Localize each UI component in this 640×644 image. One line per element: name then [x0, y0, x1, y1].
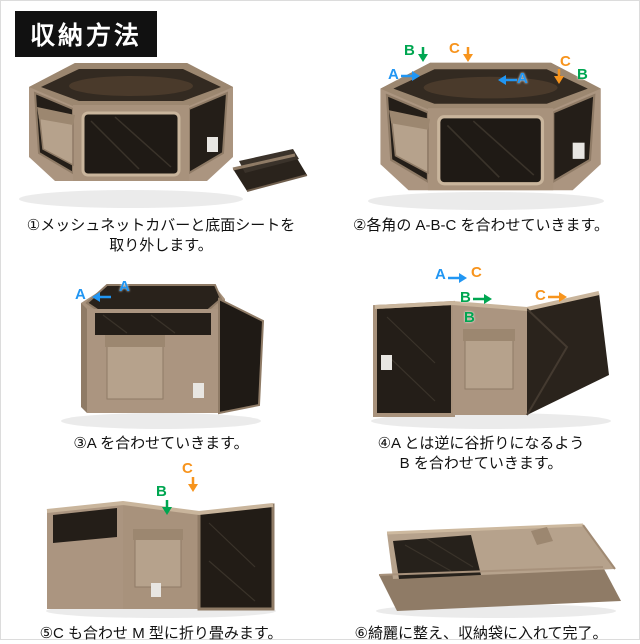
- step-1-photo: [11, 41, 311, 213]
- arrow-right-icon: [401, 71, 420, 81]
- step-4: A C B B C ④A とは逆に谷折りになるよう B を合わせていきます。: [321, 259, 640, 472]
- step-5-caption: ⑤C も合わせ M 型に折り畳みます。: [39, 625, 283, 642]
- label-b: B: [460, 289, 471, 306]
- arrow-down-icon: [554, 69, 564, 84]
- pet-pen-flat-folded: [378, 523, 621, 611]
- arrow-down-icon: [463, 47, 473, 62]
- label-c: C: [471, 264, 482, 281]
- step-2: B C A A C B ②各角の A-B-C を合わせていきます。: [321, 1, 640, 259]
- label-a: A: [119, 278, 130, 295]
- label-c: C: [449, 40, 460, 57]
- label-c: C: [182, 460, 193, 477]
- step-3: A A ③A を合わせていきます。: [1, 259, 321, 469]
- label-a: A: [75, 286, 86, 303]
- step-1: ①メッシュネットカバーと底面シートを 取り外します。: [1, 1, 321, 259]
- label-a: A: [435, 266, 446, 283]
- label-b: B: [464, 309, 475, 326]
- arrow-right-icon: [473, 294, 492, 304]
- arrow-left-icon: [498, 75, 517, 85]
- label-a: A: [388, 66, 399, 83]
- step-2-caption: ②各角の A-B-C を合わせていきます。: [352, 217, 610, 234]
- step-5-illustration: [46, 500, 276, 618]
- step-4-caption: ④A とは逆に谷折りになるよう B を合わせていきます。: [377, 435, 585, 473]
- label-b: B: [156, 483, 167, 500]
- step-4-photo: A C B B C: [331, 263, 631, 431]
- step-3-photo: A A: [11, 263, 311, 431]
- step-4-illustration: [371, 291, 611, 429]
- step-1-caption: ①メッシュネットカバーと底面シートを 取り外します。: [26, 217, 296, 255]
- step-3-illustration: [61, 284, 265, 429]
- step-3-caption: ③A を合わせていきます。: [73, 435, 249, 452]
- step-2-photo: B C A A C B: [331, 41, 631, 213]
- pet-pen-half-folded: [81, 284, 265, 415]
- arrow-right-icon: [548, 292, 567, 302]
- step-6-caption: ⑥綺麗に整え、収納袋に入れて完了。: [354, 625, 608, 642]
- pet-pen: [380, 62, 601, 191]
- pet-pen: [29, 63, 233, 181]
- step-6: ⑥綺麗に整え、収納袋に入れて完了。: [321, 469, 640, 642]
- arrow-down-icon: [418, 47, 428, 62]
- arrow-down-icon: [162, 500, 172, 515]
- pet-pen-m-fold: [46, 500, 275, 611]
- step-2-illustration: [368, 62, 604, 210]
- step-6-illustration: [376, 523, 621, 618]
- mesh-cover-sheet: [232, 149, 308, 192]
- arrow-right-icon: [448, 273, 467, 283]
- label-c: C: [560, 53, 571, 70]
- label-b: B: [404, 42, 415, 59]
- arrow-down-icon: [188, 477, 198, 492]
- step-1-illustration: [19, 63, 308, 208]
- title-badge: 収納方法: [15, 11, 158, 57]
- step-6-photo: [331, 471, 631, 621]
- arrow-left-icon: [92, 292, 111, 302]
- label-b: B: [577, 66, 588, 83]
- label-c: C: [535, 287, 546, 304]
- pet-pen-valley-fold: [373, 291, 609, 417]
- step-5: C B ⑤C も合わせ M 型に折り畳みます。: [1, 461, 321, 642]
- label-a: A: [517, 70, 528, 87]
- step-5-photo: C B: [11, 461, 311, 621]
